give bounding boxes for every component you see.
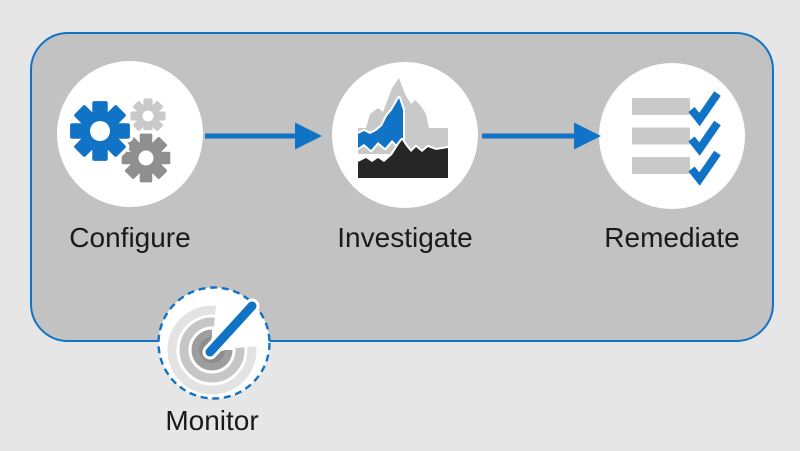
gears-icon (57, 61, 203, 207)
radar-target-icon (167, 298, 260, 395)
checklist-bars (632, 98, 690, 174)
remediate-label: Remediate (604, 222, 740, 253)
investigate-circle (332, 62, 478, 208)
configure-circle (57, 61, 203, 207)
area-chart-icon (356, 76, 450, 180)
monitor-label: Monitor (165, 405, 259, 436)
chart-layer-front (356, 138, 450, 180)
checklist-icon (632, 91, 721, 186)
checklist-checkmarks (688, 91, 721, 186)
investigate-label: Investigate (337, 222, 473, 253)
remediate-circle (599, 63, 745, 209)
monitor-circle (157, 286, 271, 400)
configure-label: Configure (69, 222, 191, 253)
chart-layer-blue (356, 96, 405, 152)
